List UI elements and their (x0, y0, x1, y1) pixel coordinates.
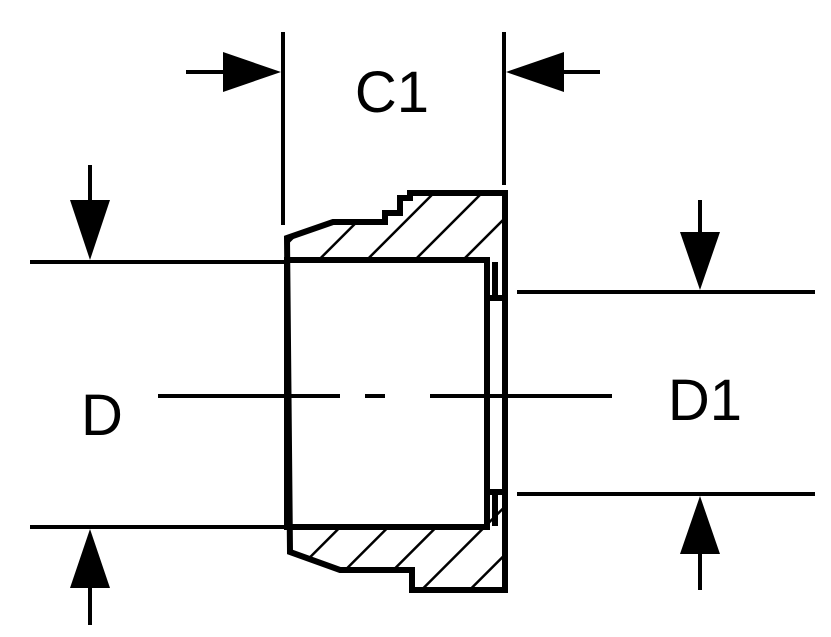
dimension-arrows (70, 52, 720, 625)
arrow-left-icon (506, 52, 564, 92)
fitting-outline (283, 190, 508, 593)
arrow-up-icon (70, 529, 110, 588)
label-d1: D1 (668, 368, 742, 433)
label-c1: C1 (355, 60, 429, 125)
arrow-down-icon (680, 232, 720, 290)
arrow-up-icon (680, 496, 720, 554)
extension-lines (30, 32, 815, 529)
label-d: D (81, 383, 123, 448)
arrow-right-icon (223, 52, 281, 92)
wall-hatching (287, 193, 505, 590)
arrow-down-icon (70, 200, 110, 260)
